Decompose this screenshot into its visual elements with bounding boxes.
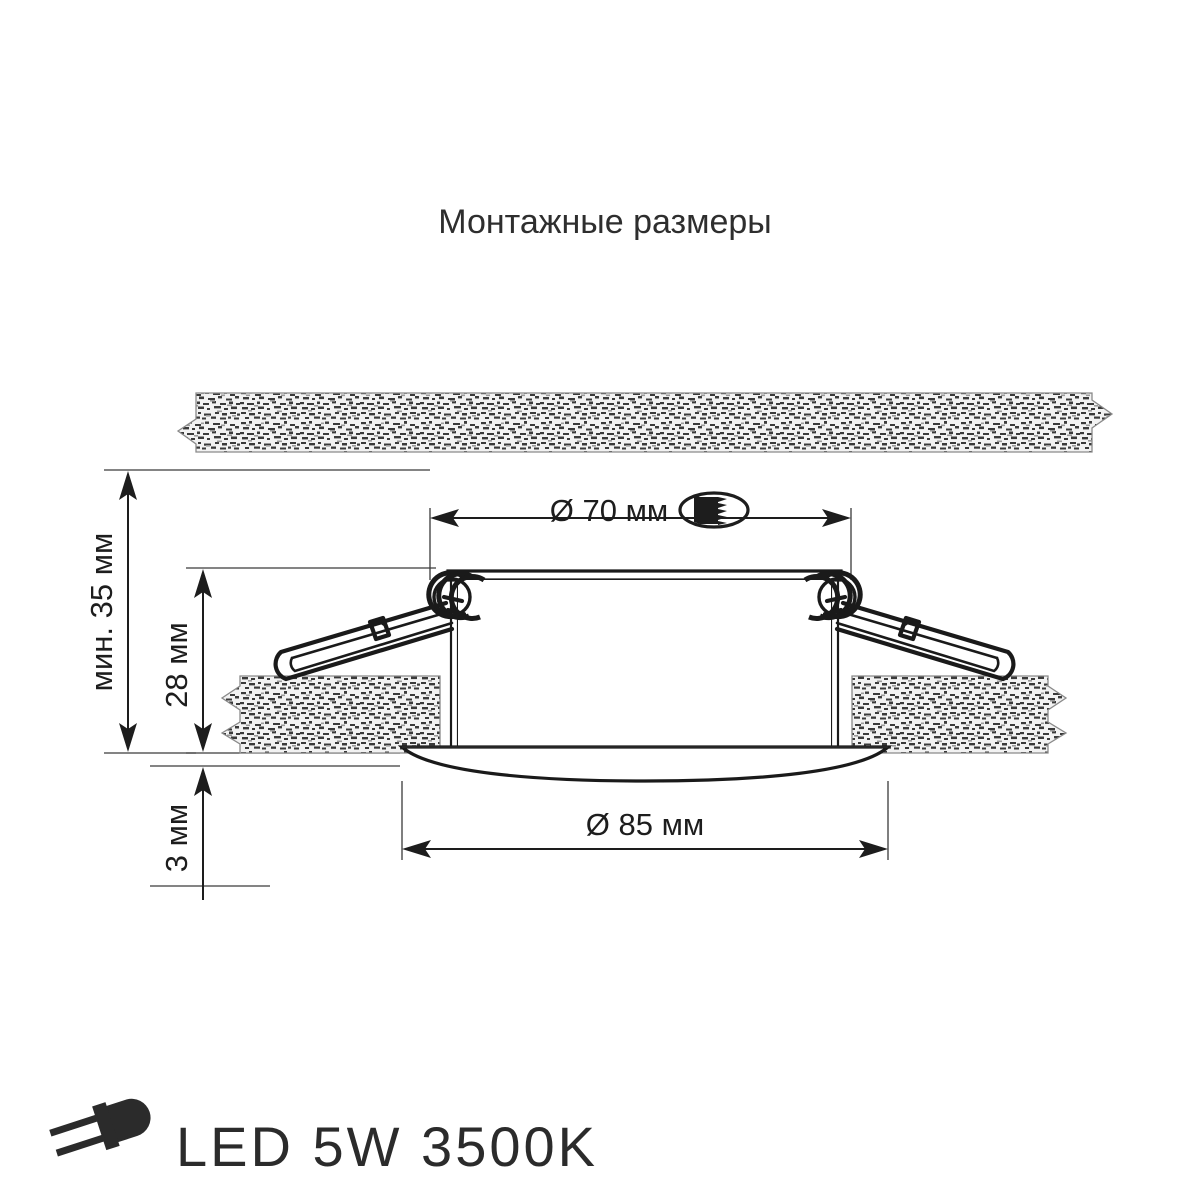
housing-can — [446, 569, 843, 747]
dimension-trim-thickness: 3 мм — [150, 765, 400, 900]
spring-clip-right — [822, 594, 1016, 682]
page-title: Монтажные размеры — [438, 203, 771, 241]
spec-text: LED 5W 3500K — [176, 1115, 598, 1178]
ceiling-slab-left — [220, 675, 441, 754]
spring-coil-right — [803, 570, 863, 621]
hole-saw-icon — [678, 491, 750, 529]
trim-flange — [397, 745, 893, 783]
dimension-trim-diameter: Ø 85 мм — [401, 781, 889, 860]
dimension-min-depth: мин. 35 мм — [84, 469, 430, 754]
ceiling-slab-right — [851, 675, 1068, 754]
dimension-cut-diameter: Ø 70 мм — [429, 491, 852, 580]
led-diode-icon — [49, 1098, 151, 1157]
dimension-label-min-depth: мин. 35 мм — [84, 533, 119, 692]
ceiling-slab-upper — [176, 392, 1114, 453]
dimension-body-height: 28 мм — [159, 567, 436, 754]
spring-coil-left — [426, 570, 486, 621]
dimension-label-cut-diameter: Ø 70 мм — [550, 493, 668, 528]
spring-clip-left — [273, 594, 467, 682]
dimension-label-trim-thickness: 3 мм — [159, 804, 194, 872]
spec-footer: LED 5W 3500K — [49, 1098, 598, 1178]
dimension-label-body-height: 28 мм — [159, 622, 194, 708]
dimension-label-trim-diameter: Ø 85 мм — [586, 807, 704, 842]
